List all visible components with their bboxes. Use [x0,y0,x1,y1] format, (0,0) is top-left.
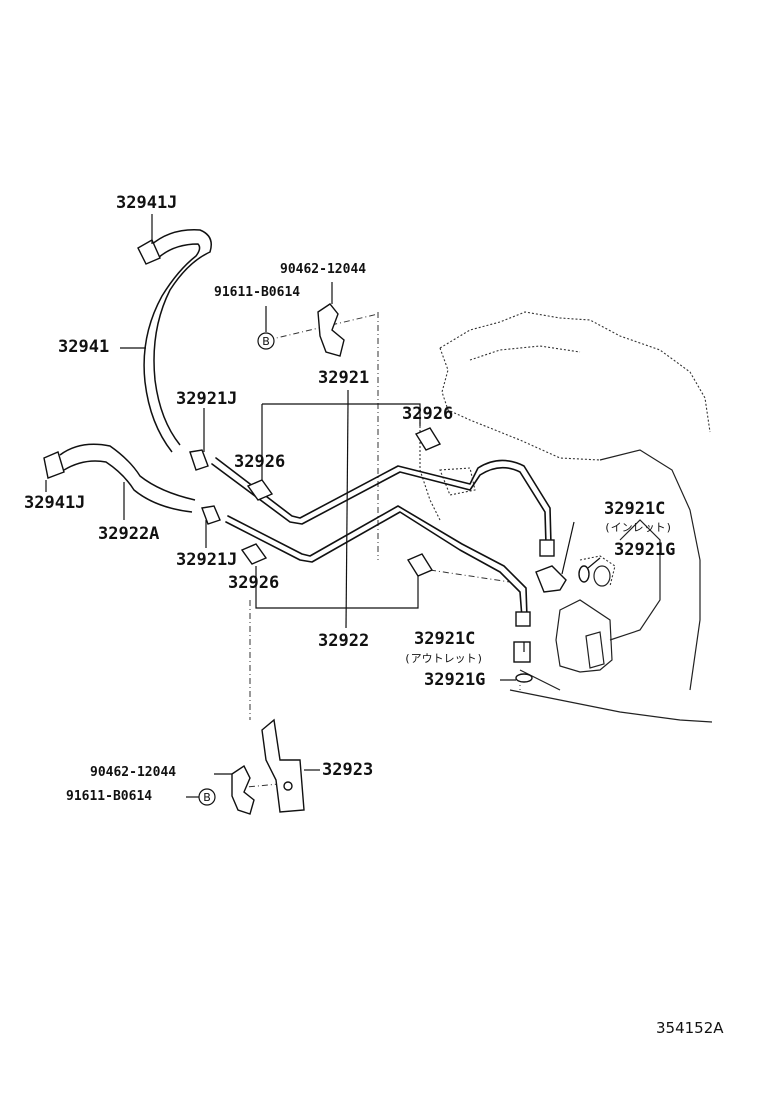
grommets [240,427,442,577]
bolt-marker-top [257,332,275,350]
label-grommet-left-top: 32926 [234,452,286,472]
label-gasket-inlet: 32921G [614,540,676,560]
label-hose-lower-clamp: 32941J [24,493,86,513]
outlet-union [513,611,533,683]
label-clip-bottom-number: 90462-12044 [90,765,177,780]
label-hose-upper: 32941 [58,337,110,357]
label-bolt-bottom-number: 91611-B0614 [66,789,153,804]
bolt-marker-bottom-letter: B [203,791,211,804]
label-union-outlet: 32921C [414,629,476,649]
label-gasket-outlet: 32921G [424,670,486,690]
pipe-clamp-lower [201,505,221,525]
lower-hose [43,443,196,513]
label-pipe-upper: 32921 [318,368,370,388]
clip-top [317,303,345,357]
hose-clamp-upper [137,239,161,265]
label-clamp-upper-pipe: 32921J [176,389,238,409]
label-clamp-lower-pipe: 32921J [176,550,238,570]
label-union-inlet: 32921C [604,499,666,519]
label-bracket: 32923 [322,760,374,780]
bolt-marker-top-letter: B [262,335,270,348]
hose-clamp-lower [43,451,65,479]
label-grommet-right-top: 32926 [402,404,454,424]
label-union-outlet-note: (アウトレット) [404,652,484,665]
lower-pipe [225,505,528,619]
bracket [261,718,305,813]
clip-bottom [231,764,255,815]
inlet-union [535,539,590,593]
upper-pipe [211,457,552,546]
centerlines [235,312,521,789]
illustration-code: 354152A [656,1019,724,1037]
label-union-inlet-note: (インレット) [604,521,673,534]
transmission-housing-outline [419,311,713,723]
label-pipe-lower: 32922 [318,631,370,651]
label-hose-upper-clamp: 32941J [116,193,178,213]
label-clip-top-number: 90462-12044 [280,262,367,277]
leader-lines [45,214,601,798]
upper-hose [137,229,212,453]
label-bolt-top-number: 91611-B0614 [214,285,301,300]
pipe-clamp-upper [189,449,209,471]
label-grommet-left-bottom: 32926 [228,573,280,593]
label-hose-lower: 32922A [98,524,160,544]
